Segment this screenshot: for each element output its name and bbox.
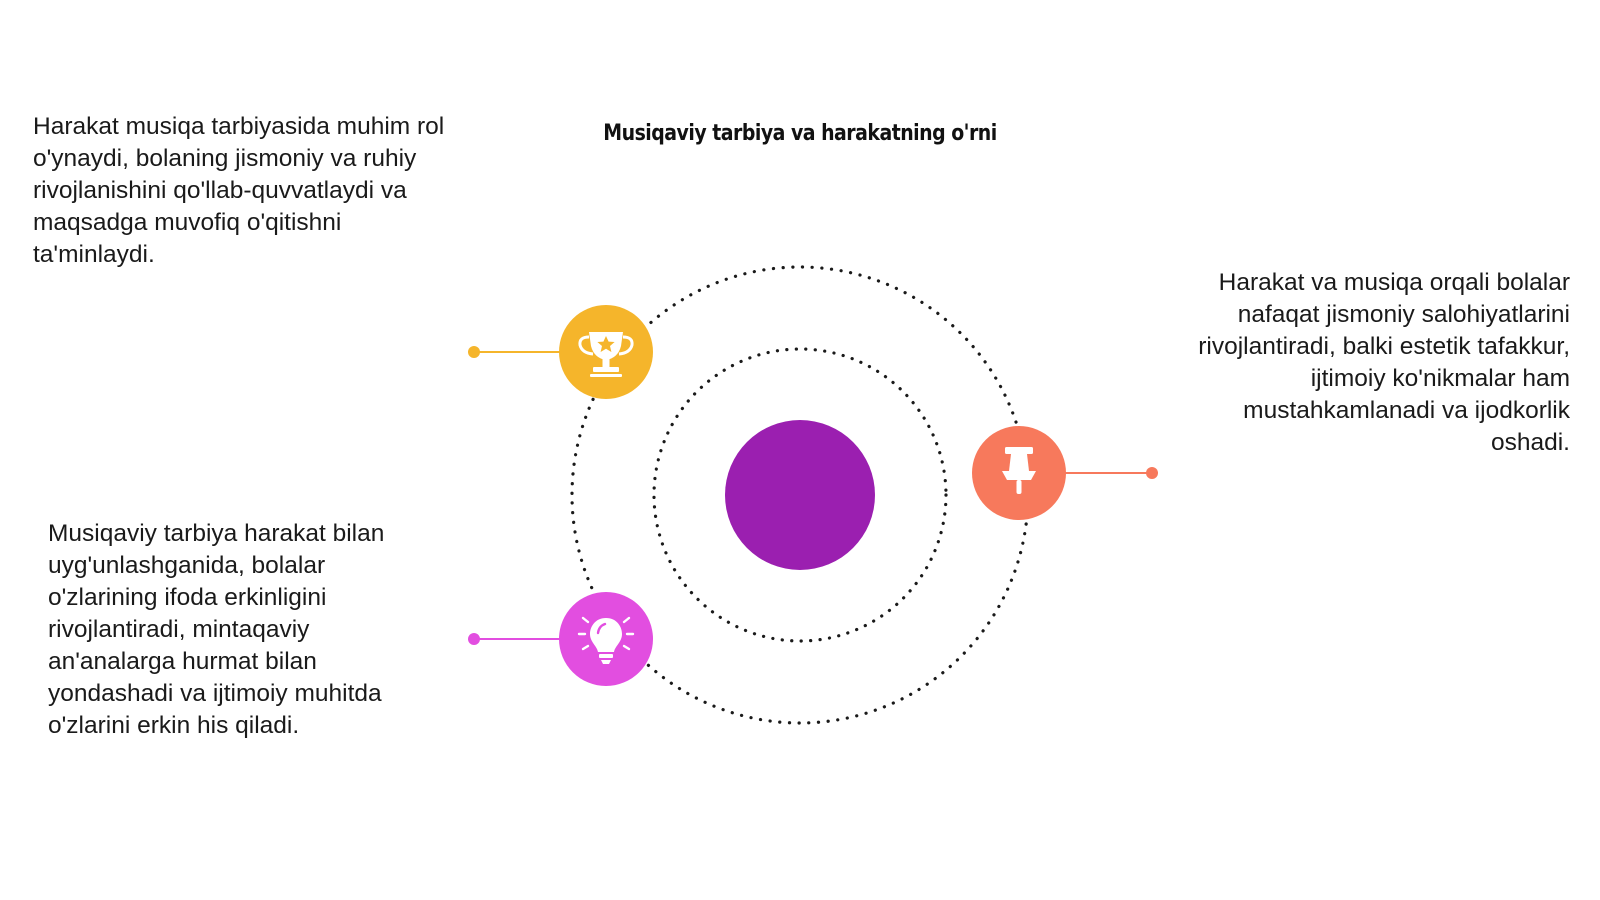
- lightbulb-node: [559, 592, 653, 686]
- lightbulb-connector: [468, 633, 562, 645]
- trophy-node: [559, 305, 653, 399]
- pin-node: [972, 426, 1066, 520]
- text-block-trophy: Harakat musiqa tarbiyasida muhim rol o'y…: [33, 113, 445, 268]
- text-block-lightbulb: Musiqaviy tarbiya harakat bilan uyg'unla…: [48, 520, 385, 739]
- trophy-connector: [468, 346, 562, 358]
- lightbulb-icon: [577, 616, 635, 664]
- pin-connector: [1062, 467, 1158, 479]
- pin-icon: [1002, 447, 1036, 494]
- trophy-icon: [578, 332, 634, 377]
- inner-orbit: [652, 347, 948, 643]
- diagram-title: Musiqaviy tarbiya va harakatning o'rni: [603, 121, 997, 146]
- center-circle: [725, 420, 875, 570]
- text-block-pin: Harakat va musiqa orqali bolalar nafaqat…: [1198, 269, 1570, 456]
